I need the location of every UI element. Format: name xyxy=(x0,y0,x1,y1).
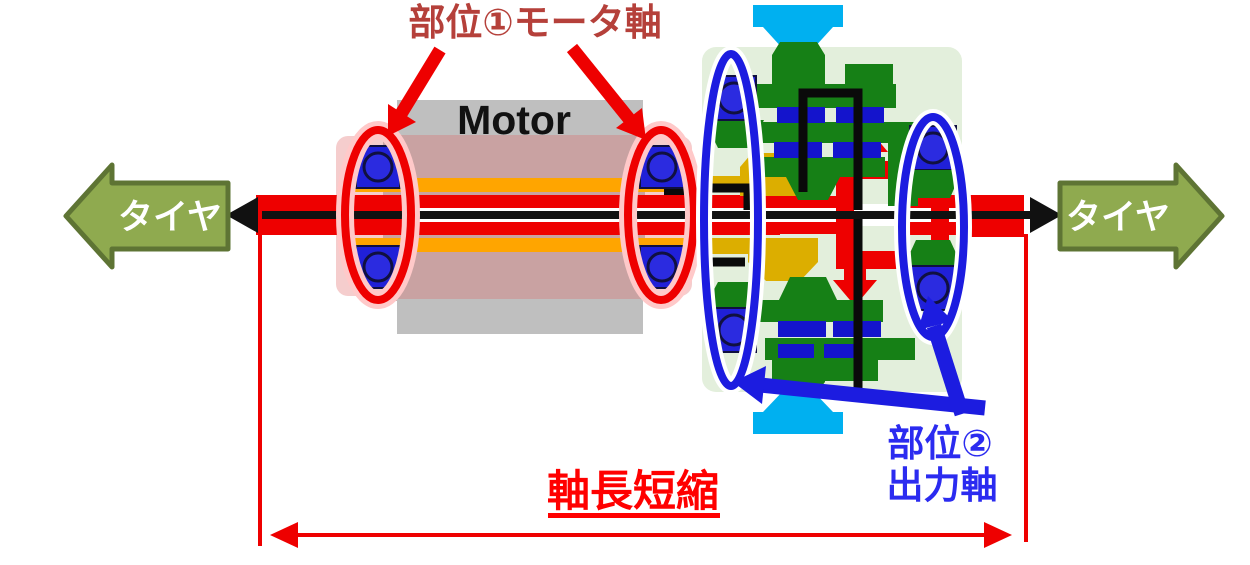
shaft-arrow-left-icon xyxy=(226,197,258,233)
red-pointer-arrow-icon xyxy=(616,108,646,140)
shaft-length-label: 軸長短縮 xyxy=(547,468,719,516)
motor-shaft-oval-right xyxy=(624,126,698,304)
park-lock-bottom-icon xyxy=(753,412,843,434)
winding-stripe-top xyxy=(352,178,692,192)
tire-right-label: タイヤ xyxy=(1066,198,1170,237)
blue-pointer-arrow-icon xyxy=(918,296,953,330)
blue-pointer-line xyxy=(926,323,970,417)
bearing-ball xyxy=(362,251,394,283)
gear-bar xyxy=(755,157,885,177)
blue-pointer-line xyxy=(759,377,986,416)
tire-arrow-left: タイヤ xyxy=(63,162,231,270)
gold-stripe-bottom xyxy=(702,238,750,254)
part2-label-line1: 部位② xyxy=(887,423,992,464)
bearing-mount xyxy=(904,170,962,198)
shaft-length-dimension xyxy=(258,200,1028,548)
highlight-ovals xyxy=(336,46,972,394)
gear-tooth xyxy=(778,344,814,358)
part2-pointer-arrows xyxy=(733,296,986,417)
tire-block-arrow-left-icon xyxy=(63,162,231,270)
dimension-arrowhead-left-icon xyxy=(270,522,298,548)
tire-arrow-right: タイヤ xyxy=(1057,162,1225,270)
blue-pointer-arrow-icon xyxy=(733,366,766,404)
bearing-ball xyxy=(916,271,950,305)
red-pointer-line xyxy=(395,46,446,118)
bearing-ball xyxy=(646,151,678,183)
part1-label: 部位①モータ軸 xyxy=(408,2,661,43)
motor-label: Motor xyxy=(457,97,571,143)
tire-block-arrow-right-icon xyxy=(1057,162,1225,270)
axis-left-upper xyxy=(702,183,753,210)
gear-tooth xyxy=(774,142,822,158)
motor-housing-bottom xyxy=(397,299,643,334)
bearing-ball xyxy=(362,151,394,183)
part1-pointer-arrows xyxy=(388,43,646,140)
winding-stripe-bottom xyxy=(352,238,692,252)
gear-cluster-upper xyxy=(748,64,918,206)
gear-tooth xyxy=(824,344,860,358)
output-shaft-oval-left xyxy=(700,50,762,390)
motor-housing-top xyxy=(397,100,643,135)
motor-shaft-oval-left xyxy=(341,126,415,304)
shaft-red-top-left xyxy=(410,195,780,208)
shaft-length-underline xyxy=(548,513,720,518)
bearing-ball xyxy=(646,251,678,283)
gear-bar xyxy=(758,300,883,322)
part2-label-line2: 出力軸 xyxy=(887,465,998,506)
tire-left-label: タイヤ xyxy=(118,198,222,237)
dimension-arrowhead-right-icon xyxy=(984,522,1012,548)
gear-taper xyxy=(778,277,838,302)
axis-upper xyxy=(798,88,863,210)
gear-tooth xyxy=(778,321,826,337)
shaft-key xyxy=(664,185,696,195)
park-lock-top-icon xyxy=(753,5,843,27)
red-pointer-arrow-icon xyxy=(388,104,416,136)
gear-bar xyxy=(758,122,913,143)
red-pointer-line xyxy=(566,43,636,125)
gear-stem-top xyxy=(772,42,825,88)
shaft-red-bottom-left xyxy=(410,222,780,235)
shaft-arrow-right-icon xyxy=(1030,197,1062,233)
bearing-mount xyxy=(904,240,962,266)
